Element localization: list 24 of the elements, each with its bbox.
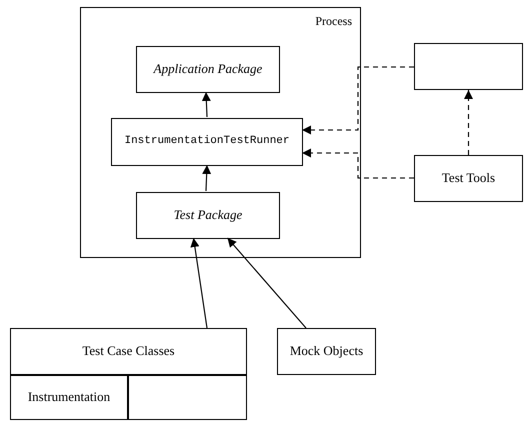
box-label: Application Package — [154, 61, 262, 78]
box-label: Test Case Classes — [82, 343, 175, 360]
component-box — [10, 328, 247, 375]
component-box — [10, 375, 128, 420]
component-box — [414, 155, 523, 202]
box-label: Instrumentation — [28, 389, 110, 406]
box-label: Mock Objects — [290, 343, 364, 360]
arrow — [202, 92, 211, 118]
component-box — [277, 328, 376, 375]
arrow — [202, 164, 212, 192]
arrow — [227, 238, 306, 328]
arrow — [190, 238, 208, 328]
box-label: Test Tools — [442, 170, 496, 187]
container-label: Process — [315, 13, 352, 30]
component-box — [136, 46, 280, 93]
arrow — [302, 148, 414, 179]
process-container — [80, 7, 361, 258]
box-label: Test Package — [174, 207, 242, 224]
box-label: InstrumentationTestRunner — [124, 135, 290, 149]
component-box — [136, 192, 280, 239]
arrow — [302, 66, 414, 134]
component-box — [111, 118, 303, 166]
empty-box — [414, 43, 523, 90]
arrow — [464, 90, 473, 155]
